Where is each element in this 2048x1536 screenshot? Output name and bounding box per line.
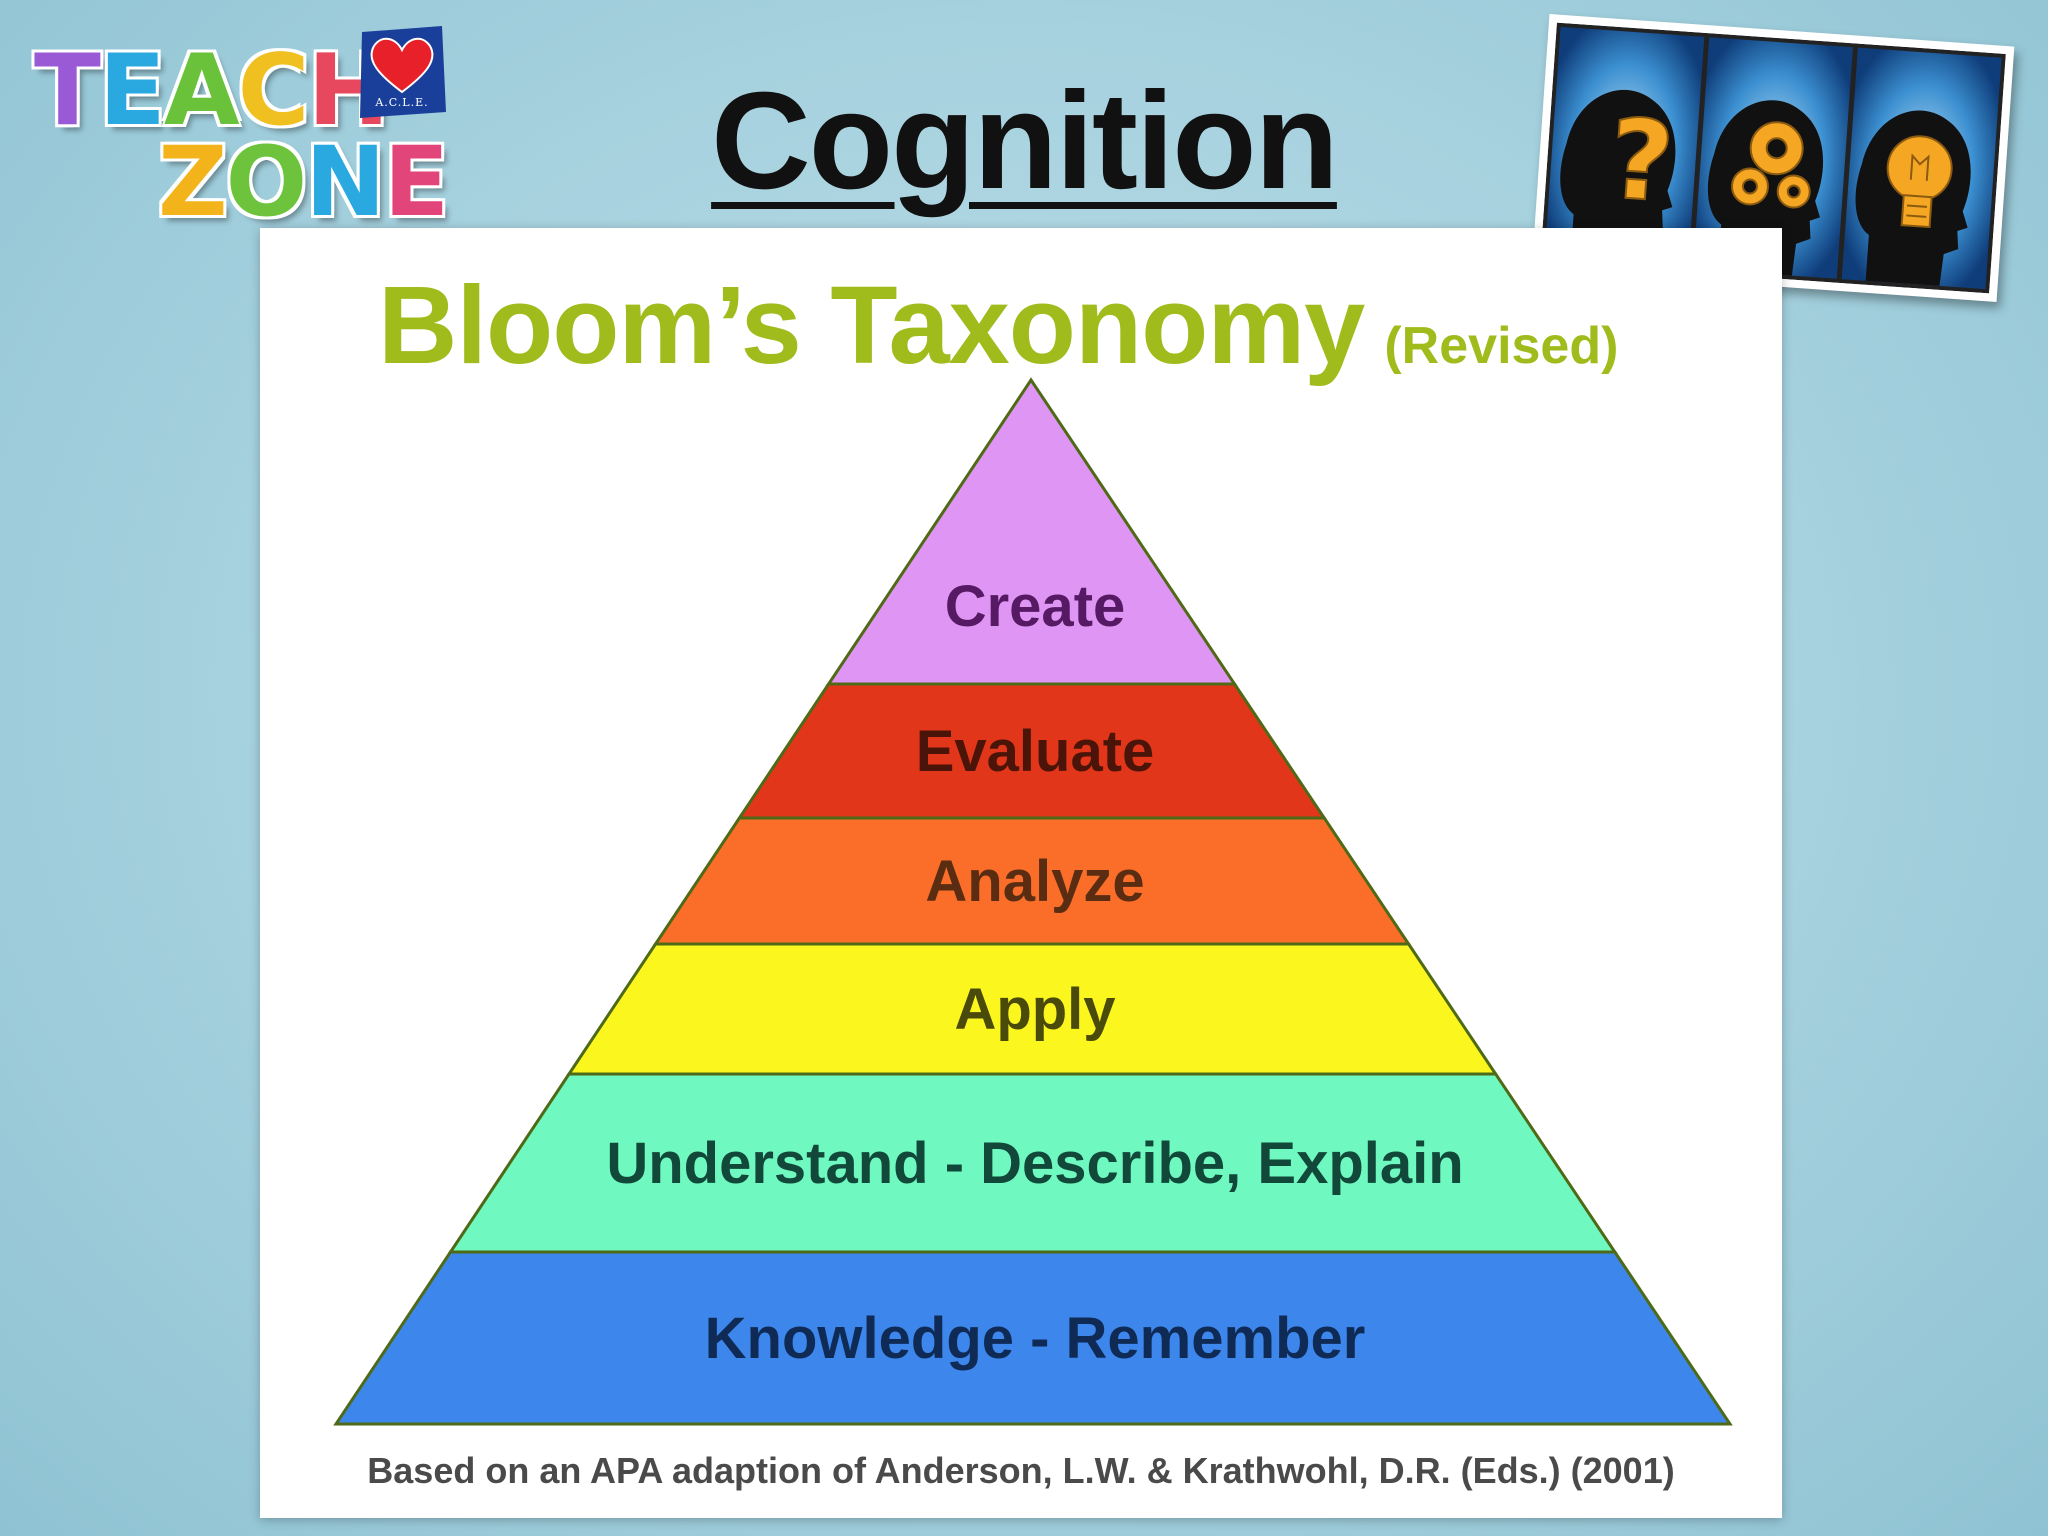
logo-word-teach: TEACH [34, 34, 390, 148]
pyramid-label: Knowledge - Remember [705, 1306, 1366, 1371]
teach-zone-logo: TEACH ZONE A.C.L.E. [32, 26, 452, 238]
logo-word-zone: ZONE [158, 126, 450, 238]
question-mark-icon: ? [1605, 95, 1678, 227]
logo-letter: O [225, 126, 308, 238]
logo-letter: E [383, 126, 450, 238]
acle-heart-badge [360, 26, 446, 118]
diagram-subtitle: (Revised) [1384, 317, 1619, 375]
pyramid-label: Create [945, 574, 1126, 639]
gears-icon [1730, 121, 1811, 209]
slide-title-wrap: Cognition [0, 62, 2048, 221]
logo-letter: T [34, 34, 101, 148]
head-silhouette-icon [1560, 90, 1676, 266]
heart-icon [370, 37, 434, 94]
pyramid-level-knowledge [333, 1250, 1733, 1426]
diagram-heading: Bloom’s Taxonomy (Revised) [378, 262, 1618, 389]
pyramid-label: Apply [954, 977, 1115, 1042]
diagram-title: Bloom’s Taxonomy [378, 264, 1365, 387]
panel-question-head: ? [1544, 26, 1705, 269]
cognition-heads-photo: ? [1531, 14, 2015, 302]
panel-gears-head [1693, 37, 1853, 279]
logo-letter: C [237, 34, 310, 148]
logo-letter: A [163, 34, 240, 148]
light-bulb-icon [1886, 135, 1953, 229]
pyramid-label: Analyze [925, 849, 1144, 914]
pyramid-label: Understand - Describe, Explain [606, 1131, 1463, 1196]
logo-letter: Z [158, 126, 228, 238]
logo-letter: N [305, 126, 385, 238]
heads-illustration: ? [1540, 22, 2006, 294]
logo-letter: E [98, 34, 166, 148]
panel-bulb-head [1841, 47, 2002, 290]
pyramid-label: Evaluate [916, 719, 1155, 784]
slide-title: Cognition [711, 64, 1339, 218]
diagram-citation: Based on an APA adaption of Anderson, L.… [367, 1450, 1675, 1491]
